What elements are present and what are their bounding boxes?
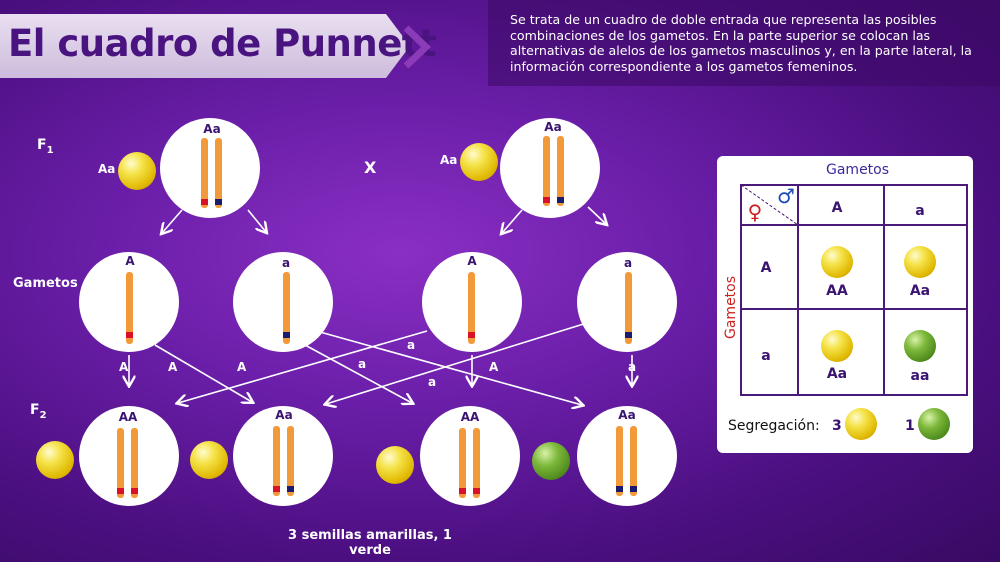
yellow-seed-icon (118, 152, 156, 190)
green-seed-icon (532, 442, 570, 480)
yellow-seed-icon (904, 246, 936, 278)
f2-label: F2 (30, 402, 47, 421)
arrow-f1-right-b (587, 206, 606, 224)
page-title: El cuadro de Punnett (8, 22, 437, 65)
cross-symbol: X (364, 158, 377, 177)
row-header: A (760, 260, 772, 276)
f2-offspring-circle-4 (577, 406, 677, 506)
allele-label: A (467, 254, 477, 268)
column-header: A (831, 200, 843, 216)
arrow-label: A (237, 360, 247, 374)
arrow-label: a (407, 338, 416, 352)
chromosome-icon (117, 136, 637, 498)
yellow-seed-icon (460, 143, 498, 181)
cell-genotype: AA (826, 283, 848, 299)
seed-label: Aa (98, 162, 116, 176)
row-header: a (761, 348, 771, 364)
genotype-label: AA (460, 410, 480, 424)
genotype-label: Aa (203, 122, 221, 136)
arrow-g3-f2a (178, 330, 428, 403)
description-text: Se trata de un cuadro de doble entrada q… (510, 12, 972, 74)
punnett-square-card (717, 156, 973, 453)
f2-offspring-circle-1 (79, 406, 179, 506)
allele-label: a (623, 256, 633, 270)
arrow-f1-right-a (502, 209, 523, 233)
gametes-row-label: Gametos (13, 276, 78, 291)
seed-label: Aa (440, 153, 458, 167)
genotype-label: Aa (618, 408, 636, 422)
arrow-label: A (168, 360, 178, 374)
f1-parent-1-circle (160, 118, 260, 218)
arrow-f1-left-a (162, 209, 183, 233)
yellow-seed-icon (821, 330, 853, 362)
arrow-g1-f2b (154, 344, 252, 402)
result-caption: 3 semillas amarillas, 1 verde (288, 528, 452, 558)
arrow-label: a (628, 360, 637, 374)
genotype-label: AA (118, 410, 138, 424)
allele-label: A (125, 254, 135, 268)
f2-offspring-circle-2 (233, 406, 333, 506)
arrow-g2-f2d (319, 331, 582, 405)
yellow-seed-icon (36, 441, 74, 479)
arrow-g4-f2c (326, 321, 591, 404)
segregation-count: 1 (905, 418, 915, 434)
allele-label: a (281, 256, 291, 270)
f2-offspring-circle-3 (420, 406, 520, 506)
cell-genotype: Aa (909, 283, 931, 299)
column-header: a (915, 203, 925, 219)
yellow-seed-icon (845, 408, 877, 440)
segregation-label: Segregación: (728, 418, 820, 434)
arrow-label: a (358, 357, 367, 371)
arrow-g2-f2c (304, 344, 412, 403)
yellow-seed-icon (821, 246, 853, 278)
arrow-label: a (428, 375, 437, 389)
chevron-right-icon (403, 25, 432, 69)
f1-label: F1 (37, 137, 54, 156)
punnett-grid (740, 184, 968, 396)
yellow-seed-icon (190, 441, 228, 479)
cell-genotype: Aa (826, 366, 848, 382)
green-seed-icon (918, 408, 950, 440)
segregation-count: 3 (832, 418, 842, 434)
male-symbol-icon: ♂ (777, 184, 795, 208)
cell-genotype: aa (910, 368, 930, 384)
yellow-seed-icon (376, 446, 414, 484)
punnett-top-header: Gametos (826, 162, 890, 178)
female-symbol-icon: ♀ (747, 200, 763, 224)
description-box (488, 0, 1000, 86)
punnett-side-header: Gametos (723, 275, 739, 339)
title-banner (0, 14, 410, 78)
arrow-label: A (119, 360, 129, 374)
genotype-label: Aa (544, 120, 562, 134)
genotype-label: Aa (275, 408, 293, 422)
green-seed-icon (904, 330, 936, 362)
arrow-label: A (489, 360, 499, 374)
arrow-f1-left-b (247, 209, 266, 232)
